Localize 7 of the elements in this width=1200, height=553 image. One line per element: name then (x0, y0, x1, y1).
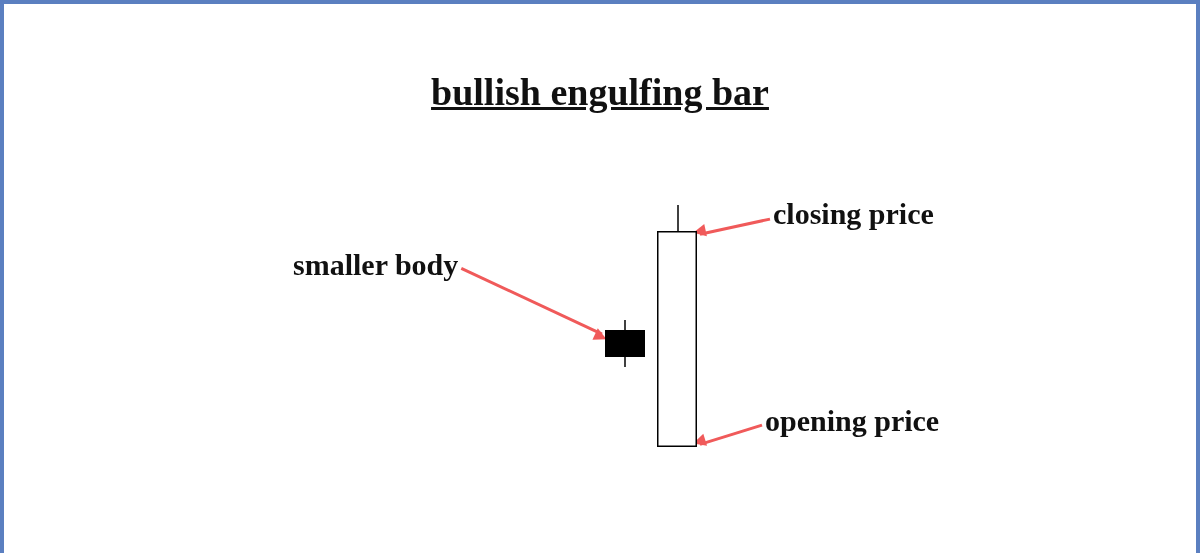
callout-label: smaller body (293, 248, 459, 282)
candlestick (657, 205, 697, 448)
leader-arrow (693, 217, 771, 237)
candlestick (605, 320, 645, 367)
diagram-title: bullish engulfing bar (431, 71, 769, 113)
callout-label: opening price (765, 404, 940, 438)
callout-label: closing price (773, 197, 934, 231)
